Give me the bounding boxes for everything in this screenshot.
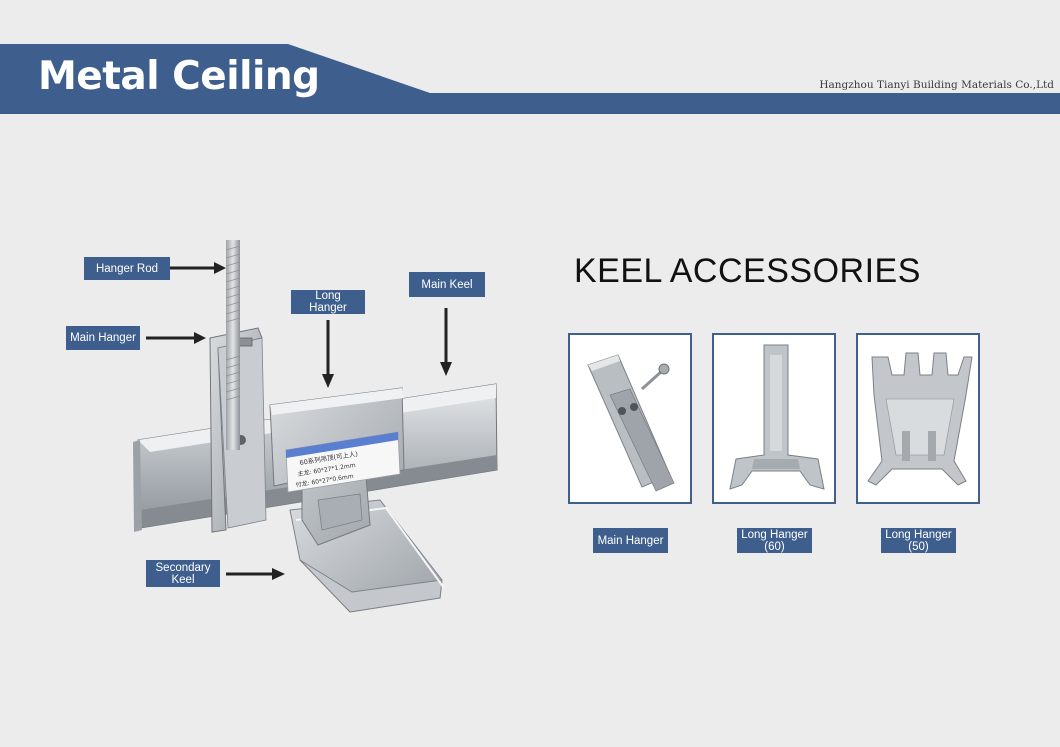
secondary-keel-part — [289, 499, 445, 613]
accessory-label-long-hanger-60-line2: (60) — [764, 540, 785, 553]
main-hanger-part — [209, 327, 267, 533]
tag-line-2: 主龙: 60*27*1.2mm — [297, 461, 356, 478]
accessory-frame-long-hanger-50 — [856, 333, 980, 504]
accessories-heading: KEEL ACCESSORIES — [574, 252, 921, 290]
accessory-label-main-hanger: Main Hanger — [593, 528, 668, 553]
long-hanger-60-photo — [729, 344, 825, 490]
label-hanger-rod: Hanger Rod — [84, 257, 170, 280]
page-title: Metal Ceiling — [38, 54, 320, 99]
accessory-label-long-hanger-50-line2: (50) — [908, 540, 929, 553]
arrow-main-hanger — [146, 332, 206, 344]
main-hanger-photo — [587, 354, 675, 492]
header-banner: Metal Ceiling Hangzhou Tianyi Building M… — [0, 0, 1060, 130]
accessory-label-long-hanger-50-line1: Long Hanger — [885, 528, 952, 541]
label-long-hanger: Long Hanger — [291, 290, 365, 314]
hanger-rod-part — [225, 240, 241, 450]
arrow-main-keel — [440, 308, 452, 376]
accessory-frame-long-hanger-60 — [712, 333, 836, 504]
arrow-long-hanger — [322, 320, 334, 388]
accessory-label-long-hanger-50: Long Hanger (50) — [881, 528, 956, 553]
spec-tag: 60系列吊顶(可上人) 主龙: 60*27*1.2mm 付龙: 60*27*0.… — [285, 431, 401, 493]
long-hanger-50-photo — [867, 352, 973, 486]
label-secondary-keel: Secondary Keel — [146, 560, 220, 587]
accessory-label-long-hanger-60: Long Hanger (60) — [737, 528, 812, 553]
accessory-frame-main-hanger — [568, 333, 692, 504]
label-secondary-keel-line1: Secondary — [155, 561, 211, 574]
label-main-keel: Main Keel — [409, 272, 485, 297]
arrow-secondary-keel — [226, 568, 285, 580]
label-secondary-keel-line2: Keel — [171, 573, 195, 586]
accessory-label-long-hanger-60-line1: Long Hanger — [741, 528, 808, 541]
long-hanger-part — [269, 387, 405, 546]
company-name: Hangzhou Tianyi Building Materials Co.,L… — [819, 79, 1054, 91]
tag-line-3: 付龙: 60*27*0.6mm — [295, 472, 354, 489]
banner-shape — [0, 44, 1060, 114]
arrow-hanger-rod — [168, 262, 226, 274]
main-keel-part — [133, 383, 498, 532]
label-main-hanger: Main Hanger — [66, 326, 140, 350]
tag-line-1: 60系列吊顶(可上人) — [299, 449, 359, 467]
